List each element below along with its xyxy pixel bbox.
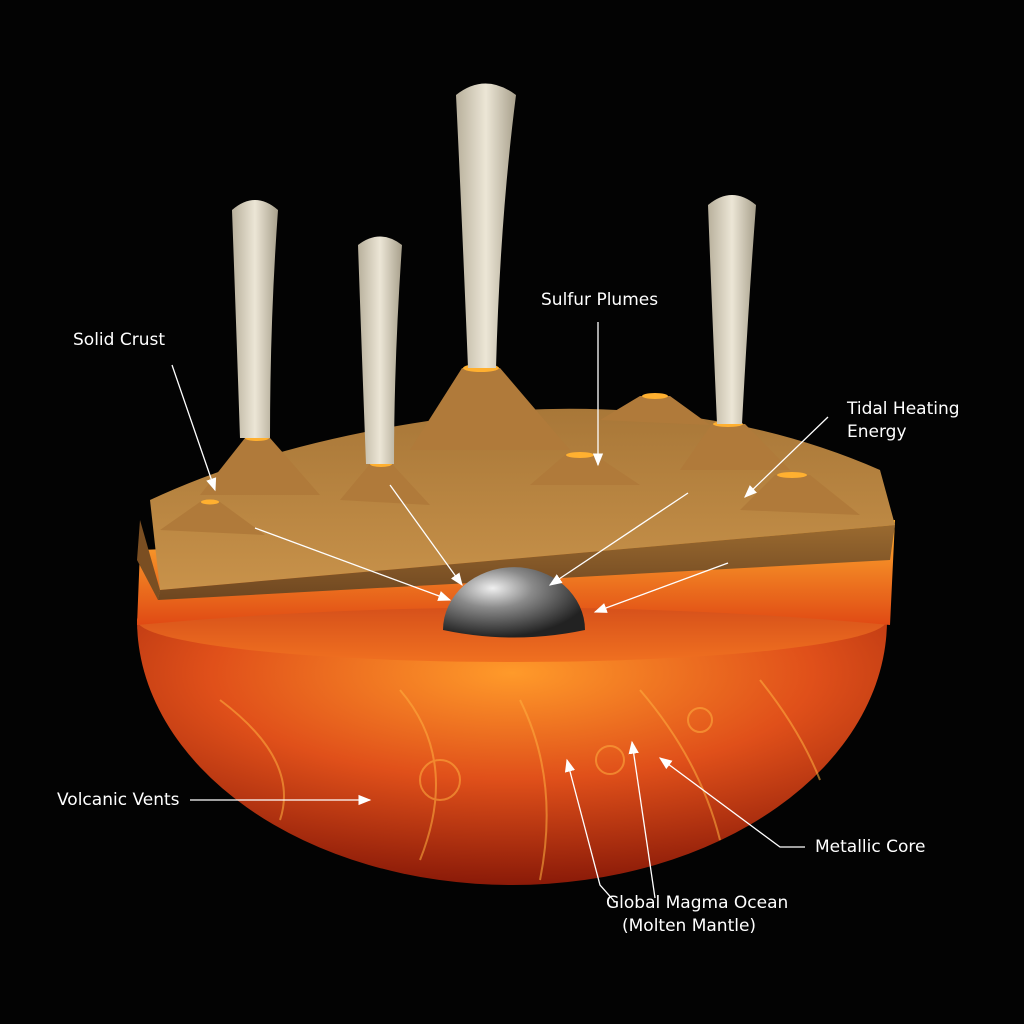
label-volcanic-vents: Volcanic Vents: [57, 790, 180, 810]
sulfur-plumes: [232, 83, 756, 464]
label-magma-ocean-line1: Global Magma Ocean: [606, 893, 789, 913]
label-magma-ocean-line2: (Molten Mantle): [622, 916, 757, 936]
label-tidal-heating-line1: Tidal Heating: [847, 399, 960, 419]
volcanoes: [160, 364, 860, 535]
label-tidal-heating: Tidal Heating Energy: [847, 398, 960, 444]
label-sulfur-plumes: Sulfur Plumes: [541, 290, 659, 310]
label-tidal-heating-line2: Energy: [847, 422, 907, 442]
label-solid-crust: Solid Crust: [73, 330, 165, 350]
label-magma-ocean: Global Magma Ocean (Molten Mantle): [606, 892, 788, 938]
leader-lines: [171, 322, 829, 903]
label-metallic-core: Metallic Core: [815, 837, 926, 857]
